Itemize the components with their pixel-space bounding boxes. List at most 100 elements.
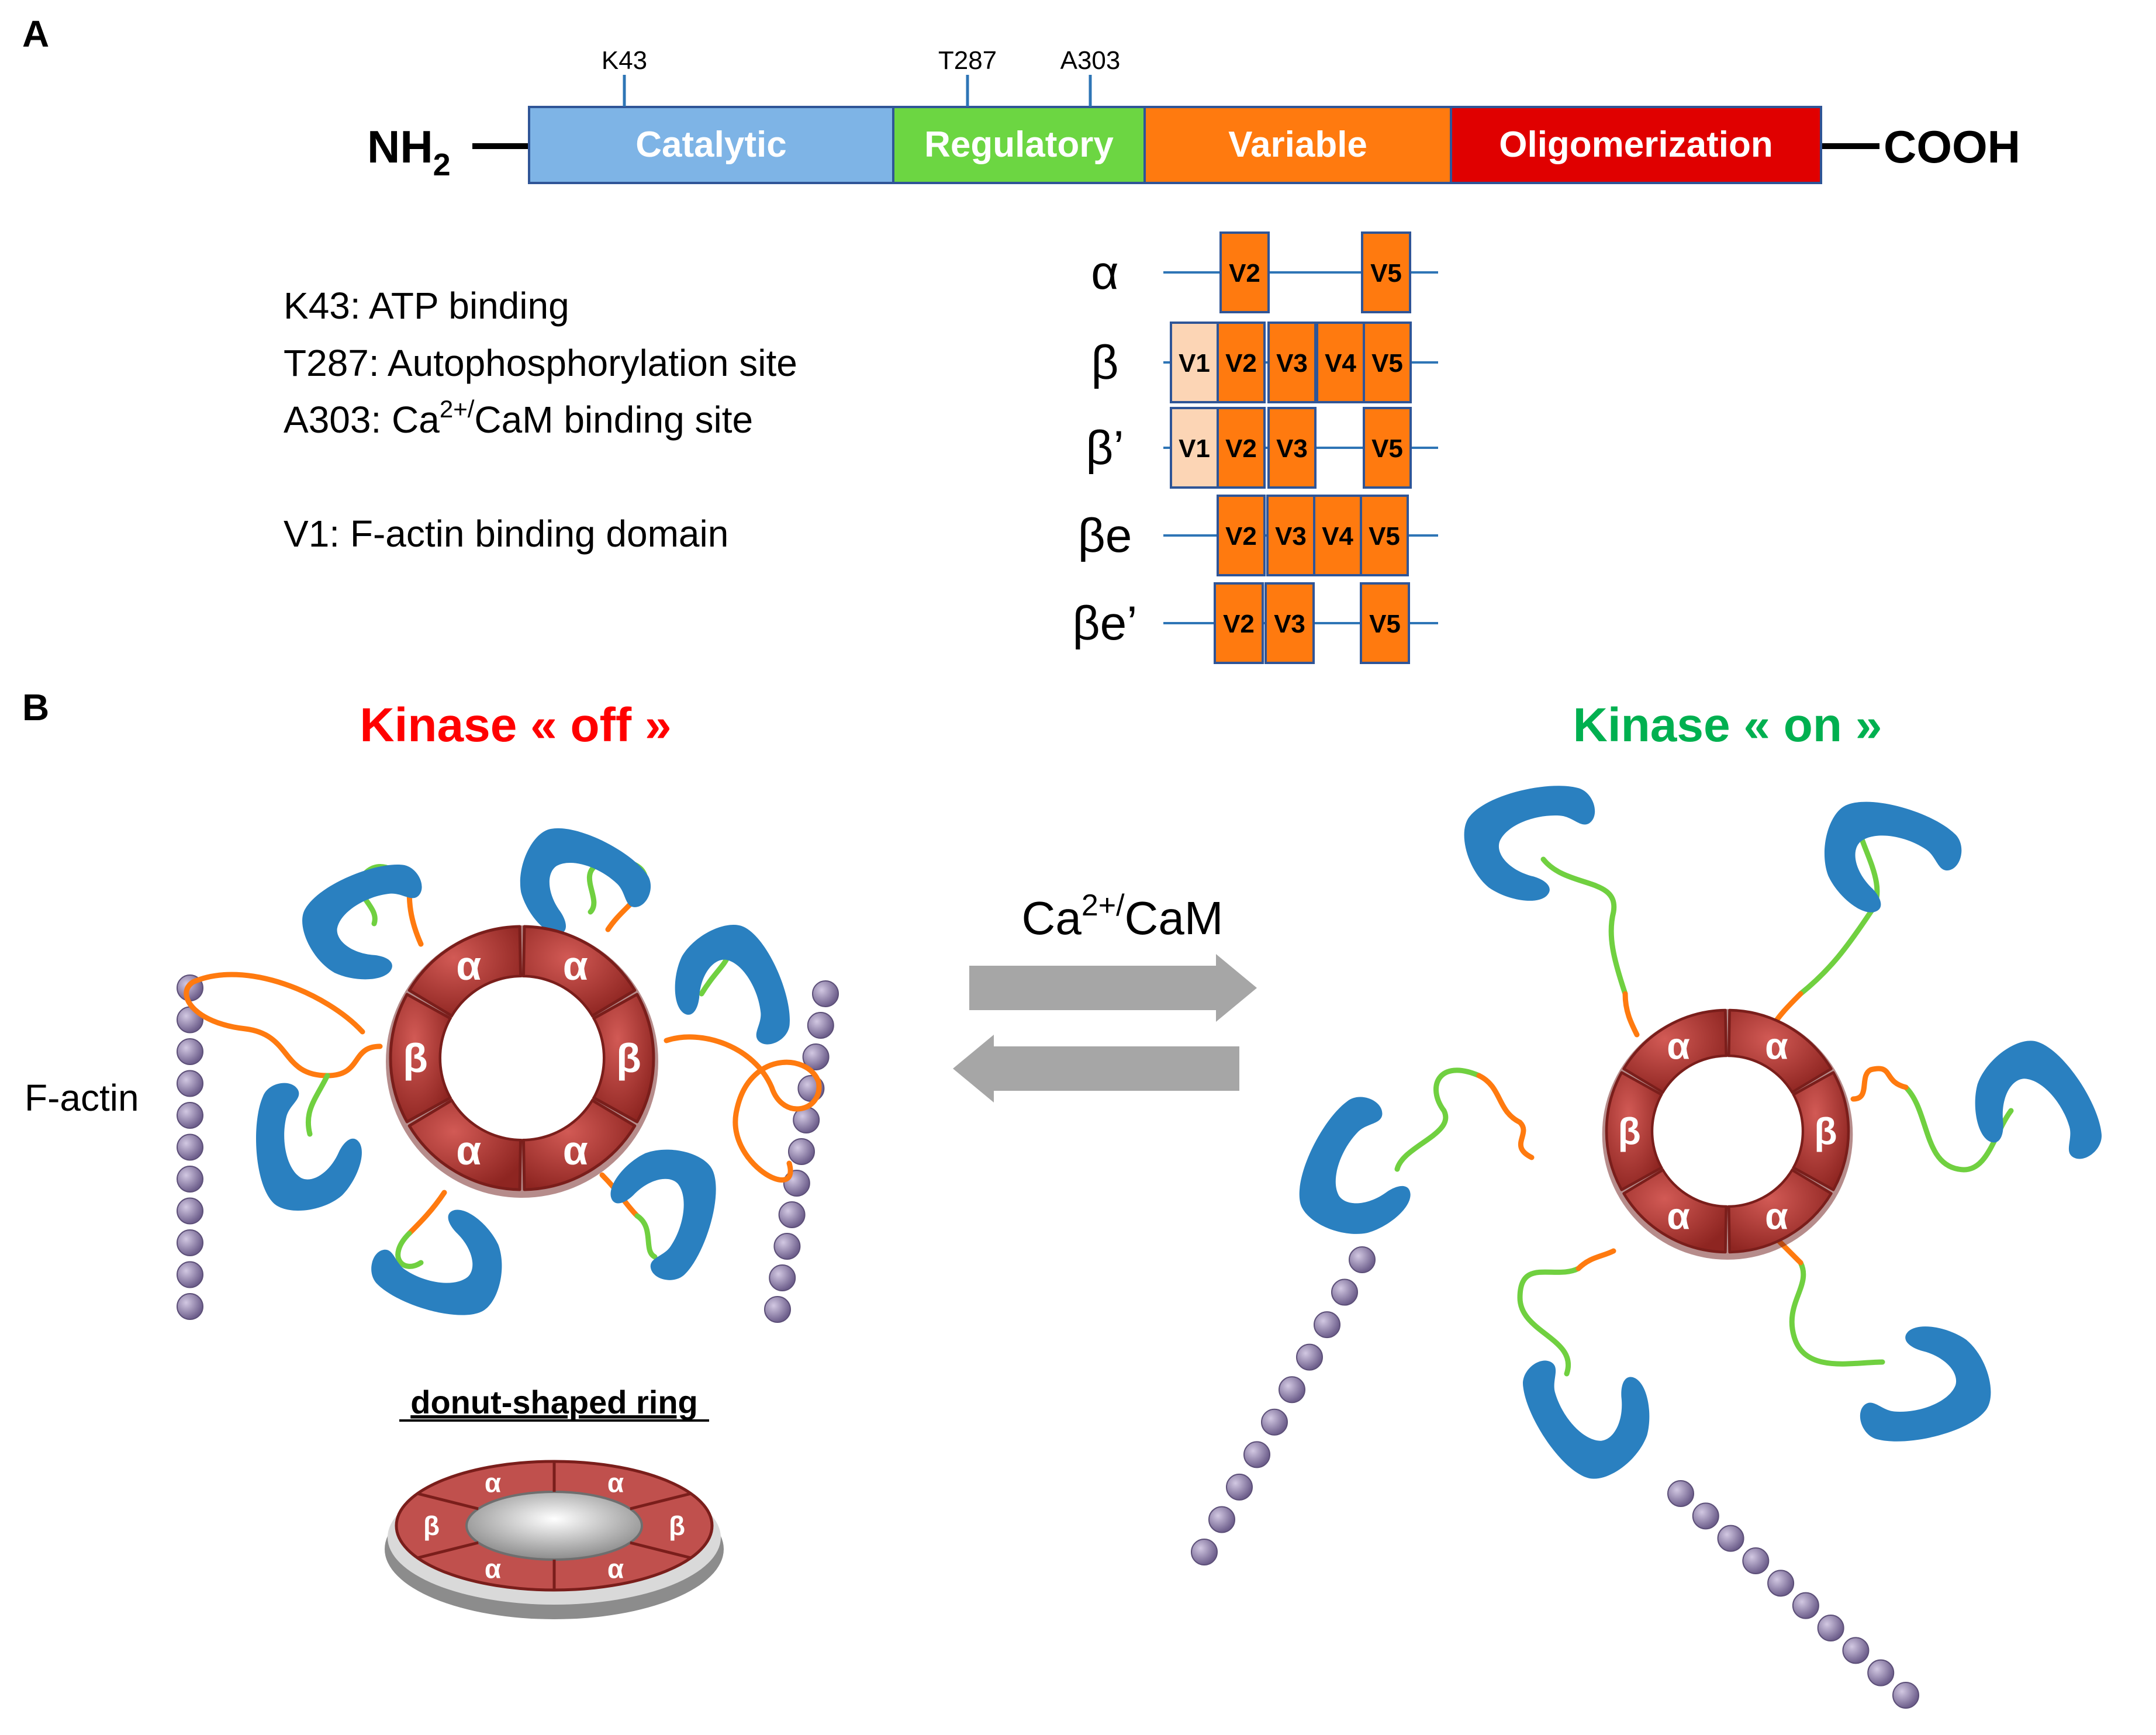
kinase-on-3 [1975,1041,2102,1159]
kinase-on-title: Kinase « on » [1573,699,1882,752]
subunit [1727,1169,1833,1254]
actin-bead [177,1102,203,1129]
exon-label: V1 [1179,349,1210,378]
subunit [1792,1071,1850,1191]
legend-v1: V1: F-actin binding domain [284,513,728,555]
actin-bead [1667,1480,1694,1507]
linker-orange [184,972,383,1079]
ring-caption: donut-shaped ring [410,1384,698,1421]
arrow-label: Ca2+/CaM [1022,889,1224,944]
domain-variable [1143,106,1452,184]
kinase-on-2 [1825,801,1962,913]
arrow-label-post: CaM [1125,892,1224,944]
linker-green [634,1213,658,1260]
subunit [1605,1071,1663,1191]
actin-bead [807,1012,834,1039]
kinase-off-5 [371,1209,502,1315]
exon-box-v3 [1267,407,1317,489]
exon-box-v4 [1313,495,1362,576]
donut-segment-divider [630,1541,692,1560]
n-terminus-subscript: 2 [433,147,451,182]
subunit-label: α [456,943,481,989]
exon-label: V2 [1229,259,1260,288]
subunit [521,1098,637,1191]
exon-box-v5 [1360,582,1410,664]
site-markers: K43 T287 A303 [602,46,1120,106]
kinase-on-5 [1523,1360,1650,1479]
domain-regulatory [892,106,1146,184]
exon-box-v2 [1217,495,1266,576]
subunit-label: α [563,943,588,989]
linker-orange [1622,991,1640,1038]
domain-label-regulatory: Regulatory [924,125,1114,165]
actin-bead [1742,1547,1770,1574]
actin-bead [788,1138,815,1165]
subunit-label: β [616,1035,641,1081]
exon-label: V2 [1223,610,1255,638]
exon-label: V5 [1369,610,1401,638]
linker-orange [1575,1248,1616,1271]
exon-box-v1 [1170,407,1219,489]
actin-bead [1867,1659,1895,1686]
actin-bead [1243,1441,1270,1468]
kinase-domain [1299,1097,1411,1234]
kinase-domain [1464,786,1595,901]
factin-label: F-actin [25,1077,139,1119]
actin-bead [778,1201,806,1228]
subunit-label: α [1765,1195,1788,1237]
kinase-domain [610,1149,716,1280]
legend-k43: K43: ATP binding [284,285,569,327]
subunit [1622,1008,1728,1094]
ring-hole [1653,1057,1802,1205]
exon-box-v5 [1361,231,1411,313]
actin-bead [177,1133,203,1161]
actin-bead [177,1070,203,1097]
linker-orange [1850,1066,1909,1102]
factin-on-2 [1667,1480,1919,1709]
actin-bead [773,1233,801,1260]
exon-label: V1 [1179,434,1210,463]
subunit-label: β [1814,1110,1837,1152]
actin-bead [764,1296,791,1323]
actin-bead [1717,1525,1744,1552]
kinase-domain [302,865,422,980]
subunit-label: β [403,1035,428,1081]
actin-bead [177,1261,203,1288]
isoform-name: βe’ [1073,597,1138,650]
actin-bead [769,1264,796,1291]
kinase-domain [1523,1360,1650,1479]
exon-box-v3 [1267,322,1317,403]
donut-subunit-label: α [485,1467,501,1498]
linker-green [1540,856,1628,997]
kinase-off-title: Kinase « off » [360,699,671,752]
ring-hole [441,977,603,1139]
actin-bead [1261,1408,1288,1436]
legend-a303-pre: A303: Ca [284,399,440,441]
exon-label: V5 [1371,349,1403,378]
isoform-name: β [1091,336,1118,389]
domain-label-catalytic: Catalytic [635,125,786,165]
subunit [389,993,452,1124]
actin-bead [1692,1502,1719,1530]
reverse-arrow [953,1035,1239,1102]
exon-label: V4 [1325,349,1356,378]
kinase-domain [256,1083,362,1211]
site-label-k43: K43 [602,46,647,75]
forward-arrow [969,954,1257,1022]
actin-bead [1349,1246,1376,1273]
kinase-domain [371,1209,502,1315]
actin-bead [802,1043,830,1070]
subunit-label: α [563,1128,588,1173]
arrow-label-sup: 2+/ [1082,889,1125,922]
kinase-domain [1825,801,1962,913]
n-terminus-text: NH [367,121,433,172]
